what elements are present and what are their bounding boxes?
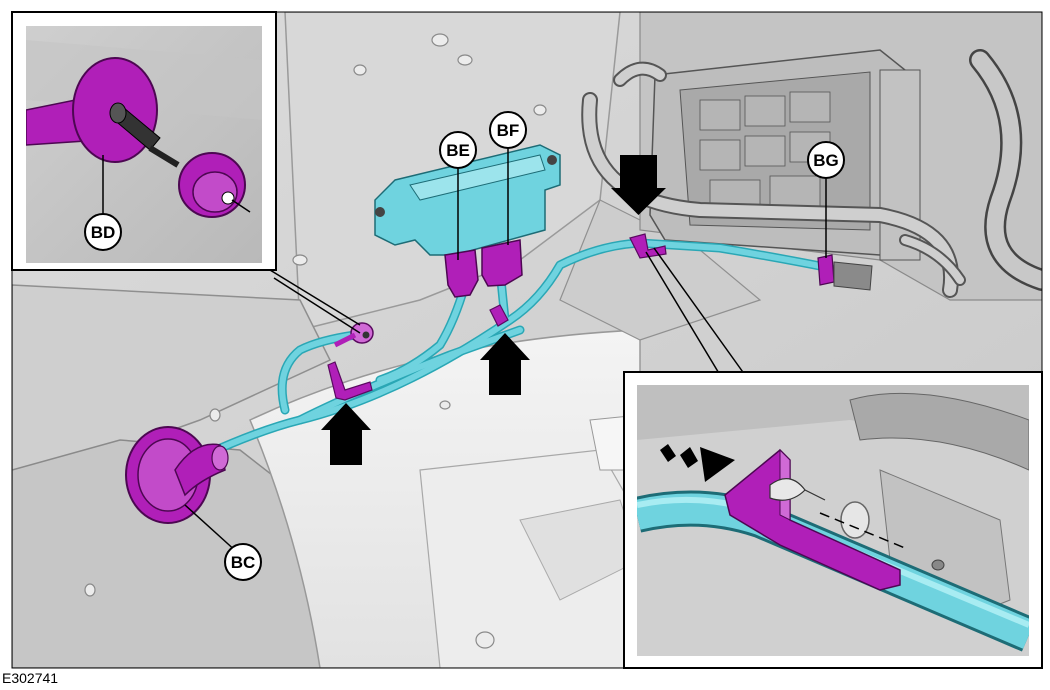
inset-harness-clip — [623, 371, 1043, 669]
callout-be: BE — [439, 131, 477, 169]
svg-text:BF: BF — [497, 121, 520, 140]
grommet — [125, 426, 229, 524]
callout-bf: BF — [489, 111, 527, 149]
main-view: BE BF BG BC — [12, 12, 1042, 668]
figure-id: E302741 — [2, 670, 59, 686]
connector-bg — [817, 254, 835, 286]
electronic-module — [374, 144, 561, 298]
leader-lines — [184, 145, 827, 554]
callout-bc: BC — [224, 543, 262, 581]
ground-eyelet — [333, 322, 374, 348]
callout-bd: BD — [84, 213, 122, 251]
inset-ground-stud: BD — [11, 11, 277, 271]
svg-text:BD: BD — [91, 223, 116, 242]
direction-arrows — [321, 155, 666, 465]
wiring-harness — [200, 238, 835, 460]
svg-text:BG: BG — [813, 151, 839, 170]
main-frame — [11, 11, 1043, 669]
grey-cables — [581, 49, 1042, 298]
body-control-module — [649, 49, 921, 261]
svg-text:BE: BE — [446, 141, 470, 160]
callout-bg: BG — [807, 141, 845, 179]
svg-text:BC: BC — [231, 553, 256, 572]
